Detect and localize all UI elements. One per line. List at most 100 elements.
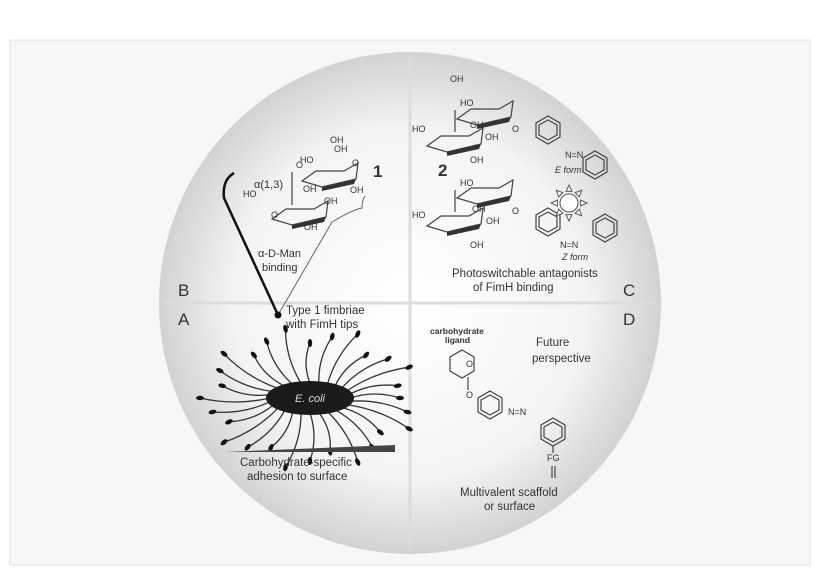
fg-label: FG: [547, 453, 560, 463]
fimbria: [265, 341, 294, 385]
fimh-tip: [220, 350, 228, 357]
e-coli-label: E. coli: [295, 393, 326, 405]
label-C: C: [623, 281, 635, 300]
fimh-tip: [244, 443, 251, 451]
svg-text:OH: OH: [486, 216, 500, 226]
fimbria: [212, 400, 272, 414]
e-form-label: E form: [555, 165, 582, 175]
compound-1-structure: O HO OH OH O OH HO OH OH O OH: [243, 135, 364, 232]
fimh-tip: [355, 458, 361, 466]
svg-text:OH: OH: [470, 120, 484, 130]
fimbria: [223, 353, 279, 390]
sun-ray: [555, 208, 564, 217]
e-coli-cell: [266, 381, 354, 415]
svg-text:O: O: [352, 158, 359, 168]
svg-text:OH: OH: [330, 135, 344, 145]
sun-ray: [555, 189, 564, 198]
svg-text:OH: OH: [472, 204, 486, 214]
fimh-tip: [218, 383, 227, 389]
fimbria: [309, 412, 315, 462]
caption-c: Photoswitchable antagonists: [452, 268, 598, 280]
fimbriae: [196, 324, 413, 472]
binding-label: α-D-Man: [258, 248, 301, 260]
sun-ray: [580, 199, 589, 207]
linkage-label: α(1,3): [254, 179, 283, 191]
svg-text:O: O: [296, 160, 303, 170]
svg-text:HO: HO: [243, 189, 257, 199]
svg-text:OH: OH: [350, 185, 364, 195]
sun-ray: [565, 183, 573, 192]
fimh-tip: [208, 409, 217, 415]
fimh-tip: [405, 364, 413, 370]
svg-text:HO: HO: [460, 98, 474, 108]
label-B: B: [178, 281, 189, 300]
compound-2-z-form: HO HO OH OH OH O N=N Z form: [412, 178, 618, 262]
svg-text:OH: OH: [450, 74, 464, 84]
fimh-tip: [274, 311, 282, 319]
svg-text:HO: HO: [300, 155, 314, 165]
label-D: D: [623, 310, 635, 329]
fimh-tip: [250, 351, 257, 359]
fimbria: [345, 403, 410, 430]
fimh-tip: [403, 409, 412, 415]
sun-icon: [549, 183, 589, 223]
fimh-tip: [376, 429, 384, 436]
fimh-tip: [405, 426, 413, 432]
fimh-tip: [307, 457, 313, 465]
svg-text:HO: HO: [412, 210, 426, 220]
sun-ray: [574, 208, 583, 217]
future-label: Future: [536, 337, 569, 349]
fimh-tip: [329, 332, 335, 341]
fimbria: [228, 404, 275, 423]
binding-label-2: binding: [262, 262, 297, 274]
fimh-tip: [307, 339, 313, 347]
fimh-tip: [384, 355, 392, 362]
fimh-tip: [220, 439, 228, 446]
svg-text:O: O: [466, 359, 473, 369]
fimbria: [247, 409, 286, 448]
surface: [225, 445, 395, 452]
svg-text:N=N: N=N: [565, 150, 583, 160]
svg-text:OH: OH: [324, 196, 338, 206]
sun-ray: [574, 189, 583, 198]
fimh-tip: [283, 463, 288, 472]
svg-text:O: O: [466, 390, 473, 400]
fimh-tip: [196, 395, 204, 401]
fimh-tip: [363, 351, 370, 359]
fimh-tip: [225, 419, 233, 425]
fimbria: [345, 366, 410, 393]
fimh-tip: [396, 395, 404, 401]
svg-text:OH: OH: [485, 132, 499, 142]
fimh-tip: [355, 330, 361, 338]
svg-text:N=N: N=N: [508, 407, 526, 417]
ligand-label: carbohydrate: [430, 326, 484, 336]
compound-number-1: 1: [373, 162, 382, 181]
sun-ray: [549, 199, 558, 207]
fimbria-stalk: [222, 171, 280, 316]
svg-text:OH: OH: [334, 144, 348, 154]
svg-text:OH: OH: [304, 222, 318, 232]
label-A: A: [178, 310, 190, 329]
azobenzene-ligand-structure: O O N=N FG: [449, 349, 566, 478]
compound-2-e-form: OH HO HO OH OH OH O N=N E form: [412, 74, 608, 180]
fimbria: [348, 384, 398, 396]
fimbria: [284, 328, 302, 384]
svg-text:O: O: [512, 206, 519, 216]
fimbria: [284, 412, 302, 468]
fimh-tip: [268, 443, 274, 452]
future-label-2: perspective: [532, 353, 591, 365]
fimbria: [223, 406, 280, 443]
scaffold-label: Multivalent scaffold: [460, 487, 558, 499]
fimbria: [349, 393, 401, 399]
fimh-tip: [393, 383, 402, 389]
svg-text:N=N: N=N: [560, 240, 578, 250]
fimbria: [199, 397, 271, 403]
fimbria: [348, 400, 408, 413]
fimbria: [326, 333, 359, 385]
fimbria: [318, 336, 333, 384]
fimbria: [326, 411, 359, 463]
fimbria: [340, 358, 389, 390]
svg-text:HO: HO: [412, 124, 426, 134]
svg-text:O: O: [512, 124, 519, 134]
